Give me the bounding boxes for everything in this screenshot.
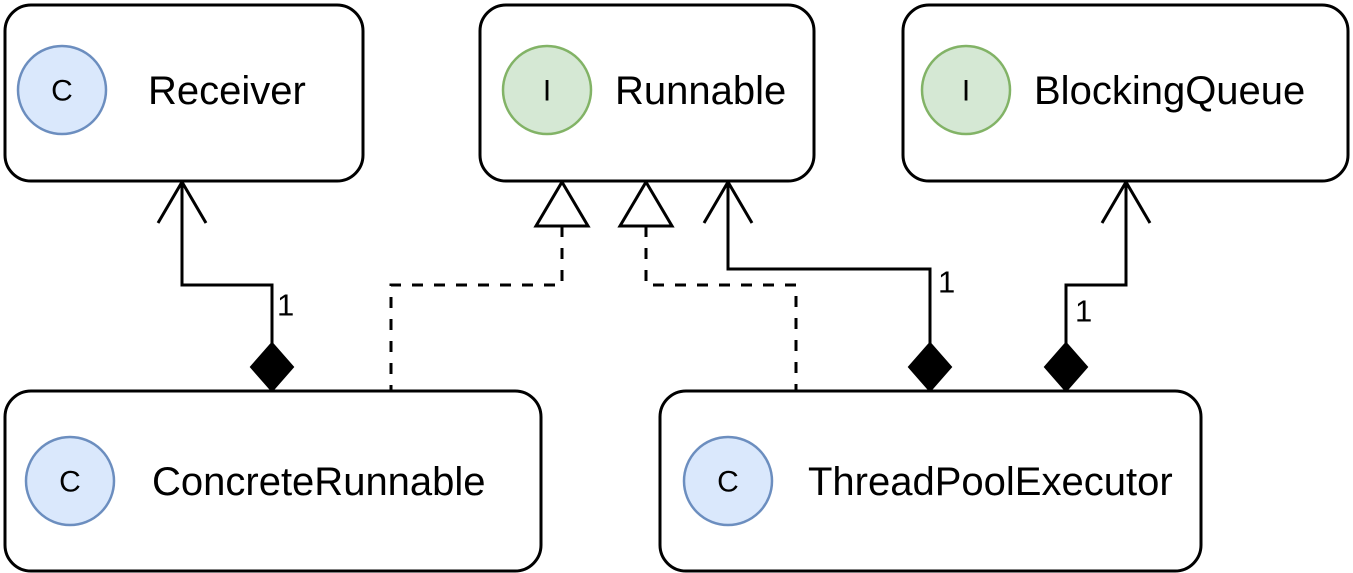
node-title-threadpoolexecutor: ThreadPoolExecutor	[808, 460, 1173, 504]
node-box-blockingqueue[interactable]	[901, 3, 1350, 183]
stereotype-letter-receiver: C	[51, 75, 73, 108]
filled-diamond-threadpoolexecutor-runnable	[907, 341, 953, 393]
edge-line-receiver-concreterunnable	[180, 181, 274, 345]
edge-line-blockingqueue-threadpoolexecutor	[1064, 181, 1128, 345]
node-threadpoolexecutor[interactable]: C ThreadPoolExecutor	[658, 389, 1203, 573]
edges-layer	[156, 179, 1152, 393]
multiplicity-label-runnable: 1	[938, 265, 955, 300]
edge-runnable-concreterunnable[interactable]	[389, 179, 591, 391]
node-title-concreterunnable: ConcreteRunnable	[152, 460, 486, 504]
node-box-concreterunnable[interactable]	[3, 389, 543, 573]
class-stereotype-icon-concreterunnable	[24, 435, 116, 527]
filled-diamond-concreterunnable	[249, 341, 295, 393]
node-box-receiver[interactable]	[3, 3, 365, 183]
interface-stereotype-icon-blockingqueue	[920, 44, 1012, 136]
multiplicity-label-blockingqueue: 1	[1075, 294, 1092, 329]
edge-line-runnable-concreterunnable	[389, 226, 564, 391]
class-stereotype-icon-receiver	[16, 44, 108, 136]
node-box-threadpoolexecutor[interactable]	[658, 389, 1203, 573]
node-blockingqueue[interactable]: I BlockingQueue	[901, 3, 1350, 183]
multiplicity-labels-layer: 1 1 1	[277, 265, 1092, 329]
node-receiver[interactable]: C Receiver	[3, 3, 365, 183]
edge-blockingqueue-threadpoolexecutor[interactable]	[1043, 179, 1152, 393]
stereotype-letter-threadpoolexecutor: C	[717, 466, 739, 499]
class-stereotype-icon-threadpoolexecutor	[682, 435, 774, 527]
node-title-blockingqueue: BlockingQueue	[1034, 69, 1305, 113]
edge-runnable-threadpoolexecutor-realize[interactable]	[617, 179, 798, 391]
node-title-receiver: Receiver	[148, 69, 306, 113]
stereotype-letter-runnable: I	[543, 75, 551, 108]
node-concreterunnable[interactable]: C ConcreteRunnable	[3, 389, 543, 573]
hollow-triangle-head-runnable-1	[533, 179, 591, 228]
edge-line-runnable-threadpoolexecutor-compose	[726, 181, 932, 345]
hollow-triangle-head-runnable-2	[617, 179, 675, 228]
node-runnable[interactable]: I Runnable	[478, 3, 816, 183]
stereotype-letter-concreterunnable: C	[59, 466, 81, 499]
filled-diamond-threadpoolexecutor-queue	[1043, 341, 1089, 393]
interface-stereotype-icon-runnable	[501, 44, 593, 136]
multiplicity-label-receiver: 1	[277, 288, 294, 323]
stereotype-letter-blockingqueue: I	[962, 75, 970, 108]
node-title-runnable: Runnable	[615, 69, 786, 113]
nodes-layer: C Receiver I Runnable I BlockingQueue	[3, 3, 1350, 573]
edge-line-runnable-threadpoolexecutor-realize	[644, 226, 798, 391]
edge-receiver-concreterunnable[interactable]	[156, 179, 295, 393]
